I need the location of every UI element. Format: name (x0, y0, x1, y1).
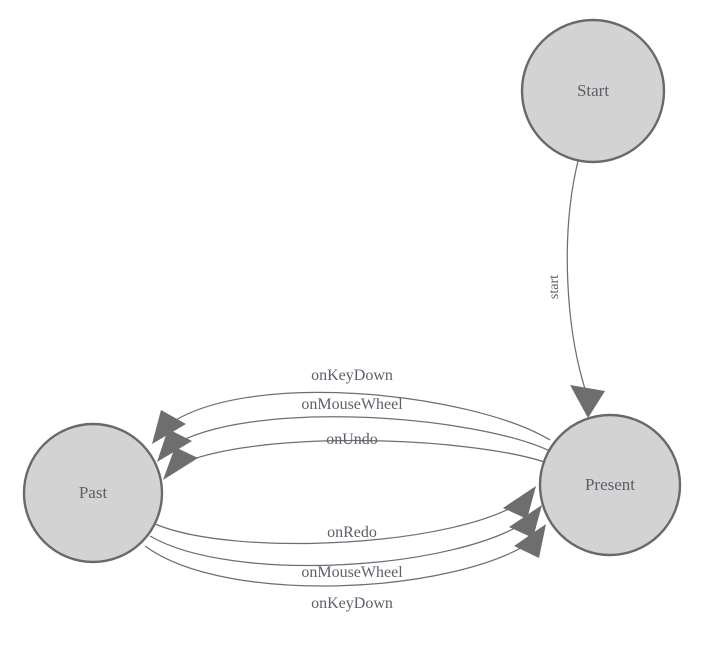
node-present-circle (538, 413, 682, 557)
edge-past-to-present-onredo-path (154, 499, 525, 545)
edge-present-to-past-onundo-path (175, 439, 551, 467)
edge-label-past-to-present-onredo: onRedo (327, 524, 377, 541)
node-past-label: Past (79, 483, 108, 502)
edge-past-to-present-onkeydown-arrowhead (514, 524, 546, 558)
edge-label-present-to-past-onundo: onUndo (326, 431, 378, 448)
edge-start-to-present-path (566, 160, 587, 393)
edge-present-to-past-onkeydown-arrowhead (152, 410, 186, 444)
edge-past-to-present-onmousewheel-arrowhead (509, 505, 542, 538)
edge-past-to-present-onredo[interactable] (154, 486, 536, 545)
edge-start-to-present[interactable] (566, 160, 605, 418)
node-past[interactable]: Past (22, 422, 164, 564)
node-past-circle (22, 422, 164, 564)
edge-past-to-present-onredo-arrowhead (503, 486, 536, 519)
node-present[interactable]: Present (538, 413, 682, 557)
edge-past-to-present-onkeydown-path (144, 539, 535, 587)
node-start-circle (520, 18, 666, 164)
node-present-label: Present (585, 475, 635, 494)
edge-present-to-past-onmousewheel-path (169, 416, 553, 453)
edge-label-past-to-present-onmousewheel: onMouseWheel (301, 564, 403, 581)
edge-present-to-past-onmousewheel[interactable] (157, 416, 553, 462)
edge-present-to-past-onundo[interactable] (163, 439, 551, 480)
node-start[interactable]: Start (520, 18, 666, 164)
edge-label-past-to-present-onkeydown: onKeyDown (311, 595, 393, 612)
edge-past-to-present-onmousewheel[interactable] (149, 505, 542, 567)
edge-present-to-past-onundo-arrowhead (163, 447, 198, 480)
edge-present-to-past-onkeydown-path (163, 391, 551, 441)
edge-label-present-to-past-onkeydown: onKeyDown (311, 367, 393, 384)
edge-past-to-present-onkeydown[interactable] (144, 524, 546, 587)
edge-present-to-past-onkeydown[interactable] (152, 391, 551, 444)
edge-start-to-present-arrowhead (570, 385, 605, 418)
node-start-label: Start (577, 81, 609, 100)
edge-label-start: start (547, 275, 562, 299)
edge-label-present-to-past-onmousewheel: onMouseWheel (301, 396, 403, 413)
edge-past-to-present-onmousewheel-path (149, 518, 531, 567)
edge-present-to-past-onmousewheel-arrowhead (157, 429, 192, 462)
